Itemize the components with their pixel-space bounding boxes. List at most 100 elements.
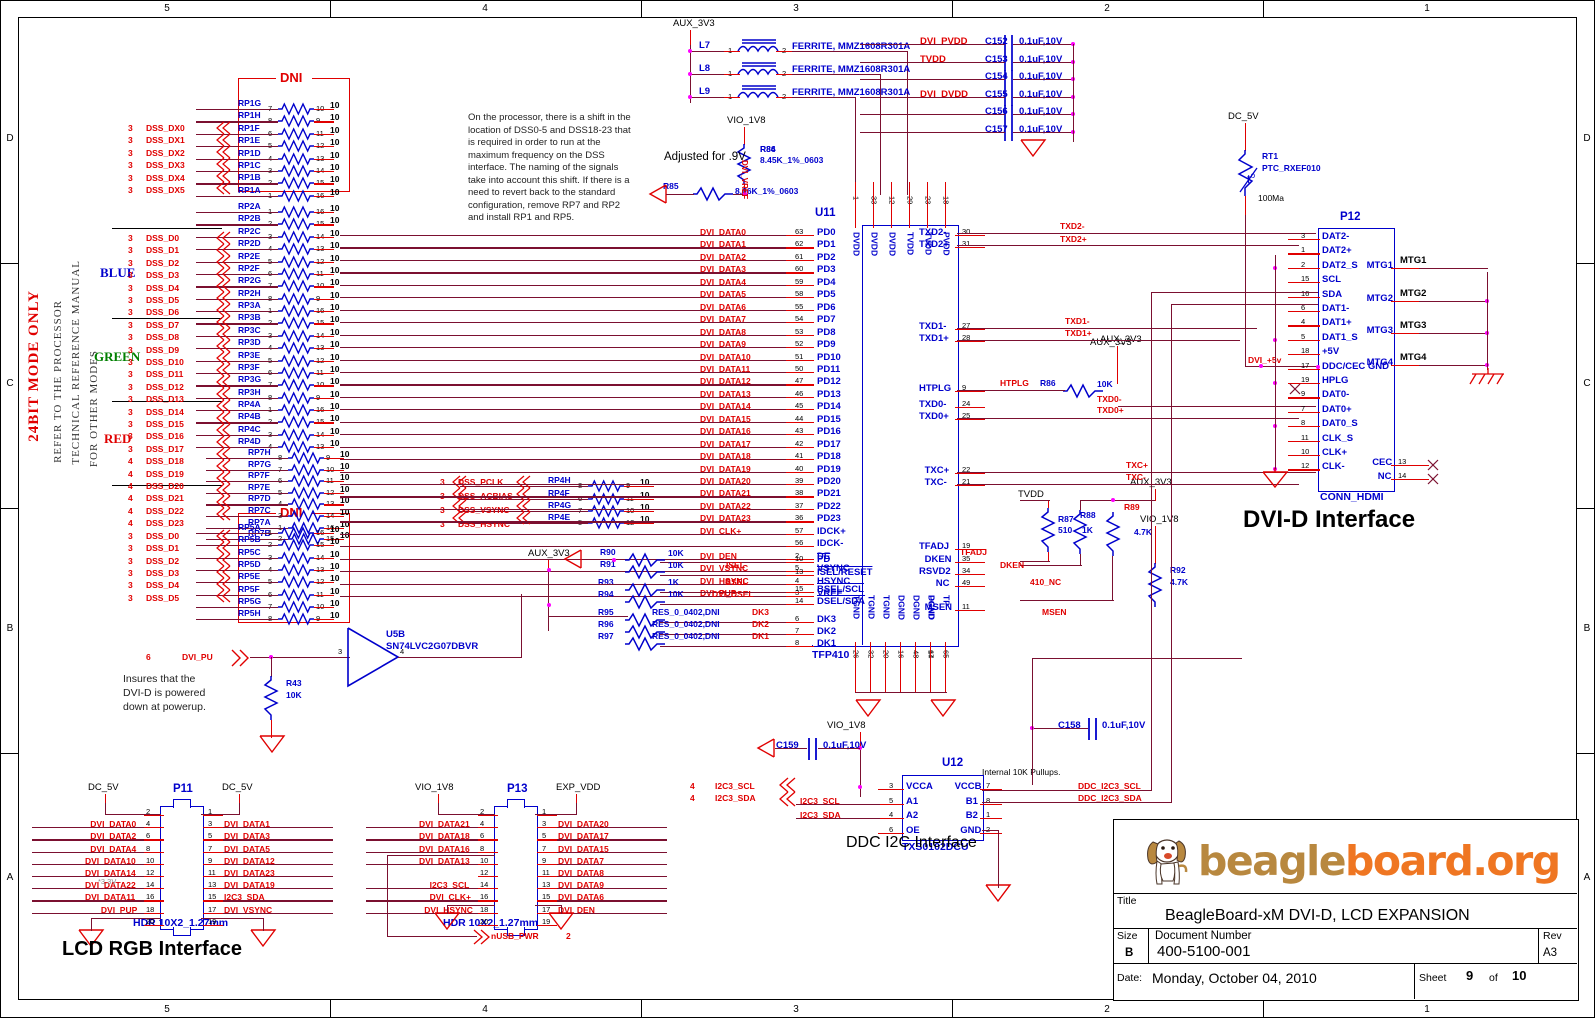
u11-pin-number: 50 — [795, 363, 804, 373]
header-lead-left — [144, 851, 164, 853]
u11-pin-name: PD15 — [817, 413, 841, 425]
u5b-part: SN74LVC2G07DBVR — [386, 641, 479, 652]
u12-pin-lead-right — [980, 832, 1002, 834]
respack-pin-right: 9 — [316, 394, 320, 402]
u11-ctrl-wire — [660, 634, 786, 636]
p11-part: HDR 10X2_1.27mm — [133, 917, 229, 929]
u11-pin-name: IDCK- — [817, 538, 844, 550]
respack-wire-left — [196, 195, 278, 197]
respack-value: 10 — [330, 351, 340, 362]
u11-pin-number-right: 31 — [962, 239, 971, 248]
respack-wire-left — [196, 335, 278, 337]
respack-value: 10 — [640, 502, 650, 512]
size-value: B — [1125, 947, 1134, 959]
nusb-pwr-sheet: 2 — [566, 931, 571, 941]
respack-pin-right: 11 — [316, 130, 324, 138]
resistor-symbol — [278, 127, 314, 141]
dss-net-name: DSS_D12 — [146, 381, 184, 392]
header-net-left: DVI_DATA4 — [90, 843, 137, 854]
p12-pin-name: DAT1- — [1322, 303, 1350, 314]
dss-net-sheet: 3 — [440, 477, 445, 487]
dvi-5v-net: DVI_+5v — [1248, 355, 1282, 365]
logo-wordmark: beagleboard.org — [1198, 837, 1561, 885]
u5b-pin-in: 3 — [338, 647, 343, 656]
respack-wire-left — [196, 286, 278, 288]
ferrite-wire-l — [690, 74, 724, 76]
header-net-right: DVI_DATA8 — [558, 868, 604, 878]
zone-bot-2: 2 — [1104, 1004, 1110, 1015]
header-pin-left: 12 — [146, 868, 155, 877]
u11-pin-lead-right — [955, 562, 985, 564]
respack-pin-right: 15 — [316, 319, 324, 327]
resistor-symbol — [278, 575, 314, 589]
dss-net-sheet: 3 — [128, 443, 133, 454]
resistor-symbol — [278, 526, 314, 540]
dss-net-name: DSS_D22 — [146, 505, 184, 516]
dss-net-name: DSS_HSYNC — [458, 519, 510, 529]
group-divider-3 — [112, 401, 222, 402]
respack-pin-left: 6 — [268, 369, 272, 377]
net-txd0-minus: TXD0- — [1097, 394, 1122, 404]
ferrite-symbol — [737, 62, 779, 76]
u11-pin-lead — [786, 409, 814, 411]
header-net-right: DVI_DEN — [558, 904, 595, 915]
dss-net-sheet: 3 — [128, 160, 133, 171]
mode-note-line1: REFER TO THE PROCESSOR — [52, 300, 64, 463]
frame-tick-top-2 — [641, 0, 642, 17]
dss-net-name: DSS_DX1 — [146, 135, 185, 146]
u11-pin-lead — [786, 396, 814, 399]
u11-ctrl-wire — [660, 622, 786, 624]
p12-pin-number: 6 — [1301, 303, 1306, 312]
respack-pin-right: 14 — [316, 233, 324, 241]
header-lead-right — [537, 839, 557, 841]
c158-to-u12 — [1032, 728, 1034, 785]
u11-net-wire — [340, 272, 786, 274]
zone-top-4: 4 — [482, 3, 488, 14]
u11-net-label: DVI_DATA22 — [700, 500, 751, 511]
r89-bot-lead — [1112, 556, 1114, 568]
u5b-buffer-symbol — [347, 627, 400, 688]
p12-pin-lead — [1288, 383, 1320, 385]
respack-wire-right — [314, 133, 334, 135]
respack-pin-right: 15 — [326, 535, 334, 543]
frame-outer-top — [0, 0, 1595, 1]
r95-ref: R95 — [598, 607, 614, 617]
u11-pin-name: PD14 — [817, 401, 841, 413]
p11-rail-right-vert — [239, 803, 241, 815]
respack-ref: RP5A — [238, 522, 261, 532]
offsheet-connector-icon — [216, 121, 231, 195]
header-net-left: DVI_DATA14 — [85, 868, 136, 878]
docnum-label: Document Number — [1155, 930, 1252, 942]
dvi-pu-sheet: 6 — [146, 652, 151, 662]
header-lead-left — [144, 888, 164, 890]
dss-net-name: DSS_D2 — [146, 257, 180, 268]
decap-ref: C153 — [985, 53, 1008, 65]
respack-ref: RP5H — [238, 608, 261, 619]
resistor-symbol — [278, 353, 314, 368]
u11-net-wire — [340, 496, 786, 498]
respack-pin-right: 14 — [316, 167, 324, 175]
ferrite-wire-l — [690, 51, 724, 53]
p12-pin-name-right: MTG1 — [1366, 260, 1393, 271]
u11-pin-name: VREF — [817, 588, 843, 600]
respack-ref: RP1H — [238, 110, 261, 121]
respack-pin-right: 9 — [326, 454, 330, 462]
p11-rail-right-stub — [239, 794, 241, 804]
p12-pin-number: 2 — [1301, 259, 1306, 269]
ferrite-symbol — [737, 85, 779, 99]
dss-net-name: DSS_DX0 — [146, 123, 185, 133]
respack-ref: RP7D — [248, 493, 271, 504]
u11-net-wire — [340, 558, 786, 560]
p13-ref: P13 — [507, 783, 528, 795]
respack-pin-left: 1 — [268, 208, 272, 216]
respack-ref: RP2A — [238, 201, 261, 211]
respack-pin-right: 13 — [316, 566, 324, 574]
u11-pin-name: IDCK+ — [817, 525, 846, 537]
header-pin-right: 11 — [208, 868, 216, 877]
dss-net-name: DSS_D6 — [146, 307, 180, 318]
u11-ctrl-wire — [660, 592, 786, 594]
r90-value: 10K — [668, 548, 684, 558]
respack-pin-left: 5 — [268, 142, 272, 150]
respack-value: 10 — [330, 413, 340, 424]
respack-wire-left — [196, 146, 278, 148]
